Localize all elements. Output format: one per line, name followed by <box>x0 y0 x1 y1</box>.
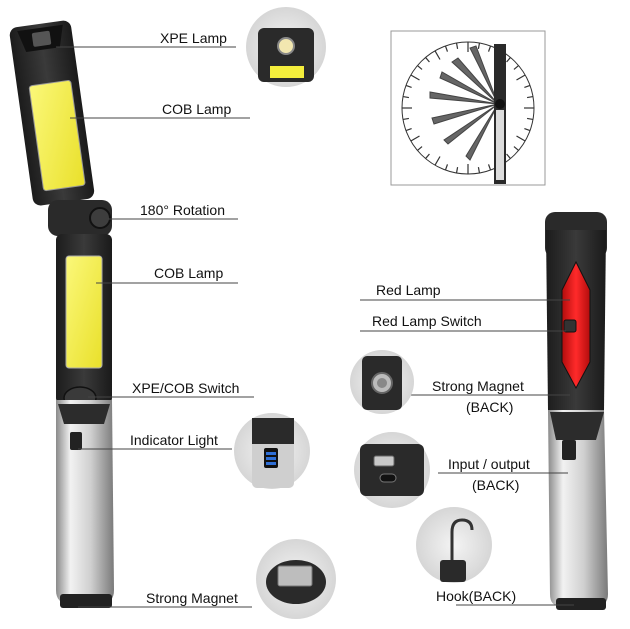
red-switch-shape <box>563 319 577 333</box>
label-red-lamp: Red Lamp <box>376 282 441 298</box>
dial-tick <box>402 95 410 99</box>
tilted-head <box>9 20 95 206</box>
dial-tick <box>405 84 412 89</box>
right-flashlight <box>545 212 608 610</box>
dial-tick <box>405 127 412 132</box>
dial-tick <box>410 135 420 142</box>
label-xpe-cob-switch: XPE/COB Switch <box>132 380 240 396</box>
dial-tick <box>487 45 492 52</box>
rotation-dial-box <box>390 30 546 186</box>
dial-tick <box>524 127 531 132</box>
label-strong-magnet-back: (BACK) <box>466 399 514 415</box>
label-strong-magnet-right: Strong Magnet <box>432 378 524 394</box>
silver-handle <box>56 400 114 604</box>
label-xpe-lamp: XPE Lamp <box>160 30 227 46</box>
dial-tick <box>477 42 481 50</box>
dial-tick <box>417 65 423 70</box>
indicator-window <box>70 432 82 450</box>
rotation-fan <box>429 45 499 161</box>
dial-tick <box>425 57 430 63</box>
dial-tick <box>513 146 519 151</box>
detail-circle-indicator <box>234 413 310 489</box>
dial-tick <box>434 156 441 166</box>
dial-tick <box>417 146 423 151</box>
label-strong-magnet-left: Strong Magnet <box>146 590 238 606</box>
dial-tick <box>410 74 420 81</box>
dial-tick <box>402 117 410 121</box>
detail-circle-magnet-left <box>256 539 336 619</box>
label-180-rotation: 180° Rotation <box>140 202 225 218</box>
dial-tick <box>444 164 449 171</box>
left-flashlight <box>9 20 114 608</box>
dial-tick <box>516 74 526 81</box>
xpe-lens <box>31 30 52 47</box>
right-callout-lines <box>360 299 574 606</box>
dial-tick <box>526 117 534 121</box>
detail-circle-hook <box>416 507 492 583</box>
dial-tick <box>455 42 459 50</box>
label-indicator-light: Indicator Light <box>130 432 218 448</box>
dial-tick <box>455 166 459 174</box>
label-cob-lamp-mid: COB Lamp <box>154 265 224 281</box>
cob-panel-top <box>28 80 86 192</box>
cob-panel-mid <box>65 255 103 369</box>
label-input-output: Input / output <box>448 456 530 472</box>
detail-circle-magnet-right <box>350 350 414 414</box>
label-red-lamp-switch: Red Lamp Switch <box>372 313 482 329</box>
left-callout-lines <box>56 46 254 608</box>
detail-circle-usb <box>354 432 430 508</box>
label-cob-lamp-top: COB Lamp <box>162 101 232 117</box>
dial-tick <box>506 57 511 63</box>
dial-tick <box>444 45 449 52</box>
dial-tick <box>516 135 526 142</box>
dial-tick <box>487 164 492 171</box>
dial-tick <box>477 166 481 174</box>
detail-circle-xpe <box>246 7 326 87</box>
dial-tick <box>425 153 430 159</box>
dial-tick <box>526 95 534 99</box>
dial-tick <box>506 153 511 159</box>
dial-tick <box>434 50 441 60</box>
dial-tick <box>513 65 519 70</box>
label-input-output-back: (BACK) <box>472 477 520 493</box>
dial-tick <box>524 84 531 89</box>
label-hook-back: Hook(BACK) <box>436 588 517 604</box>
